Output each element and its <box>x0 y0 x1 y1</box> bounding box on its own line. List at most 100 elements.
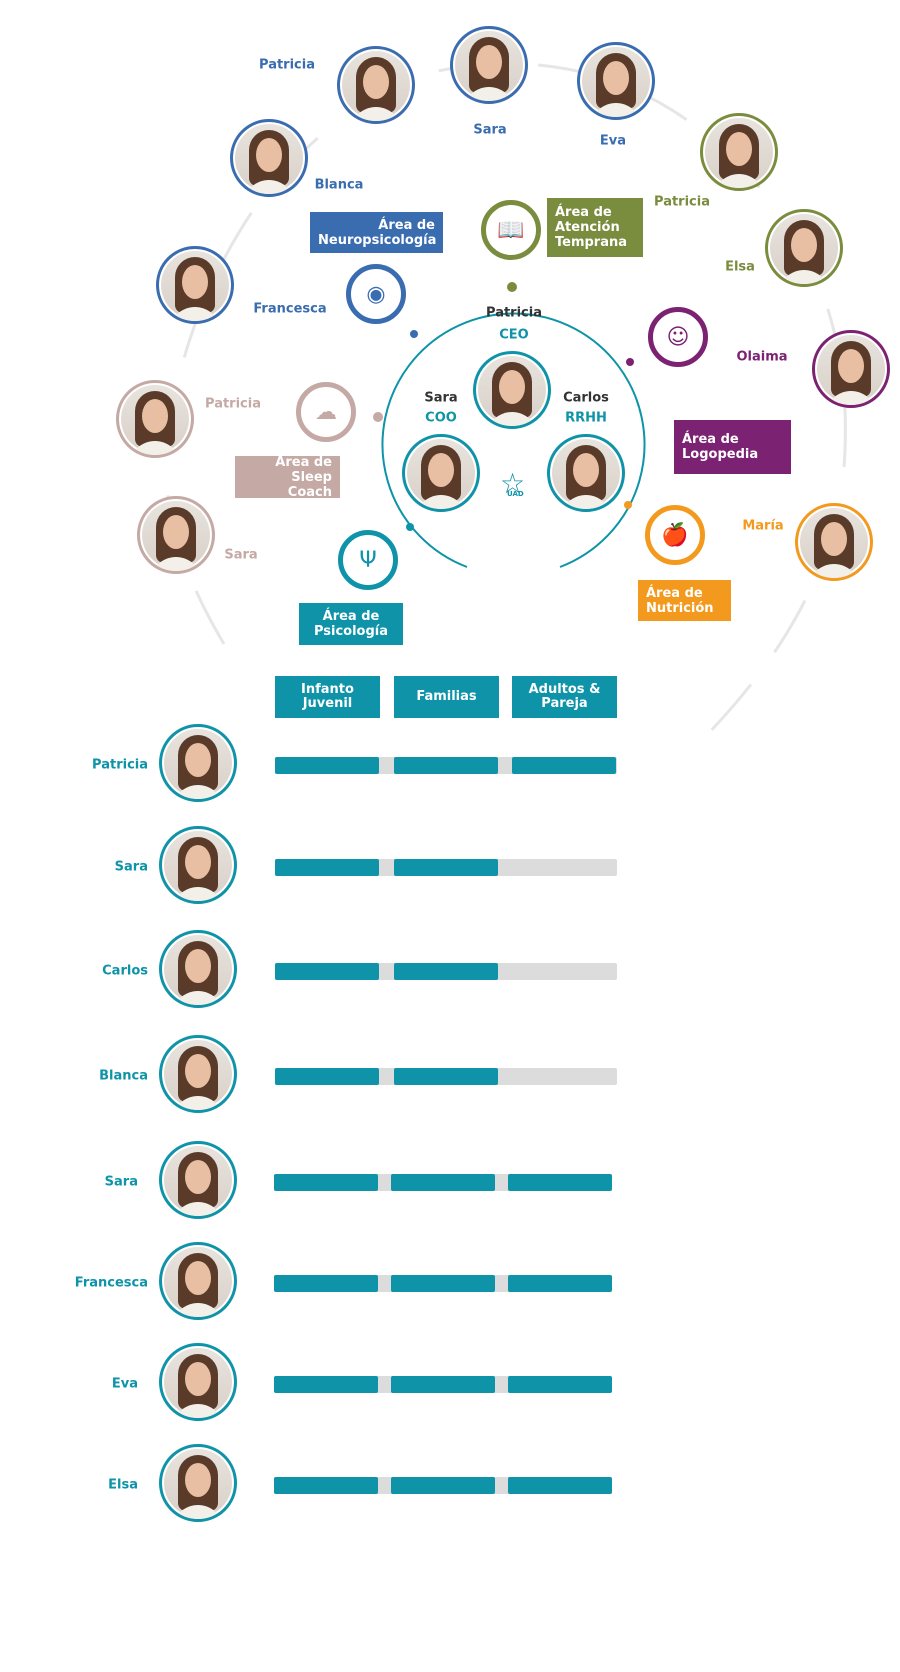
dot-orange <box>624 501 632 509</box>
avatar-body <box>172 991 224 1005</box>
rrhh-name: Carlos <box>563 390 609 406</box>
avatar-team-member <box>137 496 215 574</box>
avatar-face <box>185 949 211 983</box>
team-member-name: María <box>742 518 784 534</box>
column-header: Familias <box>394 676 499 718</box>
row-bar-track <box>275 1068 617 1085</box>
psi-icon: Ψ <box>359 547 377 573</box>
avatar-body <box>172 1404 224 1418</box>
avatar-face <box>185 1463 211 1497</box>
avatar-team-member <box>812 330 890 408</box>
row-bar-segment-adultos-pareja <box>508 1275 612 1292</box>
row-avatar <box>159 1343 237 1421</box>
team-member-name: Patricia <box>205 396 261 412</box>
column-header-line: Familias <box>416 689 477 704</box>
dot-blue <box>410 330 418 338</box>
avatar-body <box>172 785 224 799</box>
moon-cloud-icon: ☁ <box>315 399 337 425</box>
avatar-face <box>163 515 189 549</box>
row-bar-segment-familias <box>393 859 498 876</box>
row-name: Sara <box>104 1174 138 1190</box>
row-bar-track <box>274 1477 612 1494</box>
team-member-name: Patricia <box>259 57 315 73</box>
rrhh-role: RRHH <box>565 410 607 426</box>
avatar-face <box>185 1054 211 1088</box>
outer-ring-arc <box>164 62 847 744</box>
avatar-face <box>363 65 389 99</box>
row-bar-track <box>274 1275 612 1292</box>
row-bar-segment-adultos-pareja <box>508 1174 612 1191</box>
avatar-body <box>486 412 538 426</box>
row-bar-segment-infanto-juvenil <box>274 1376 378 1393</box>
avatar-team-member <box>700 113 778 191</box>
avatar-body <box>150 557 202 571</box>
row-bar-segment-familias <box>393 1068 498 1085</box>
avatar-body <box>172 887 224 901</box>
row-bar-segment-familias <box>393 757 498 774</box>
book-icon: 📖 <box>497 217 525 243</box>
avatar-body <box>169 307 221 321</box>
avatar-team-member <box>795 503 873 581</box>
row-bar-segment-familias <box>391 1477 495 1494</box>
avatar-face <box>185 1261 211 1295</box>
avatar-body <box>172 1096 224 1110</box>
team-member-name: Blanca <box>314 177 364 193</box>
row-bar-segment-infanto-juvenil <box>274 1477 378 1494</box>
area-label-line: Área de <box>275 454 332 470</box>
avatar-face <box>142 399 168 433</box>
team-member-name: Patricia <box>654 194 710 210</box>
row-avatar <box>159 1141 237 1219</box>
avatar-coo <box>402 434 480 512</box>
row-avatar <box>159 930 237 1008</box>
ceo-name: Patricia <box>486 305 542 321</box>
row-bar-track <box>275 859 617 876</box>
avatar-face <box>726 132 752 166</box>
avatar-body <box>415 495 467 509</box>
row-bar-segment-familias <box>391 1174 495 1191</box>
dot-green <box>507 282 517 292</box>
row-name: Elsa <box>108 1477 138 1493</box>
row-bar-track <box>275 757 617 774</box>
avatar-face <box>791 228 817 262</box>
avatar-body <box>243 180 295 194</box>
mouth-icon: ☺ <box>666 324 690 350</box>
column-header-line: Pareja <box>541 696 588 711</box>
inner-ring-arc <box>381 312 646 568</box>
avatar-body <box>172 1202 224 1216</box>
column-header-line: Juvenil <box>302 696 353 711</box>
row-bar-segment-adultos-pareja <box>508 1376 612 1393</box>
avatar-body <box>590 103 642 117</box>
avatar-rrhh <box>547 434 625 512</box>
area-label-line: Nutrición <box>646 600 714 616</box>
area-label-line: Área de <box>646 585 703 601</box>
avatar-face <box>603 61 629 95</box>
row-bar-track <box>275 963 617 980</box>
area-bubble-neuro: ◉ <box>346 264 406 324</box>
row-bar-segment-adultos-pareja <box>508 1477 612 1494</box>
apple-icon: 🍎 <box>661 522 689 548</box>
area-label-line: Neuropsicología <box>318 232 437 248</box>
row-avatar <box>159 1035 237 1113</box>
avatar-face <box>499 370 525 404</box>
avatar-face <box>428 453 454 487</box>
column-header-text: Adultos &Pareja <box>529 683 601 711</box>
avatar-team-member <box>116 380 194 458</box>
avatar-face <box>185 1362 211 1396</box>
row-name: Eva <box>111 1376 138 1392</box>
area-label-line: Atención <box>555 220 620 235</box>
avatar-face <box>476 45 502 79</box>
column-header: Adultos &Pareja <box>512 676 617 718</box>
team-member-name: Sara <box>473 122 507 138</box>
team-member-name: Eva <box>599 133 627 149</box>
row-bar-segment-familias <box>391 1376 495 1393</box>
row-bar-segment-infanto-juvenil <box>275 859 379 876</box>
column-header-line: Adultos & <box>528 682 601 697</box>
brain-icon: ◉ <box>366 281 386 307</box>
area-label-line: Área de <box>378 217 435 233</box>
